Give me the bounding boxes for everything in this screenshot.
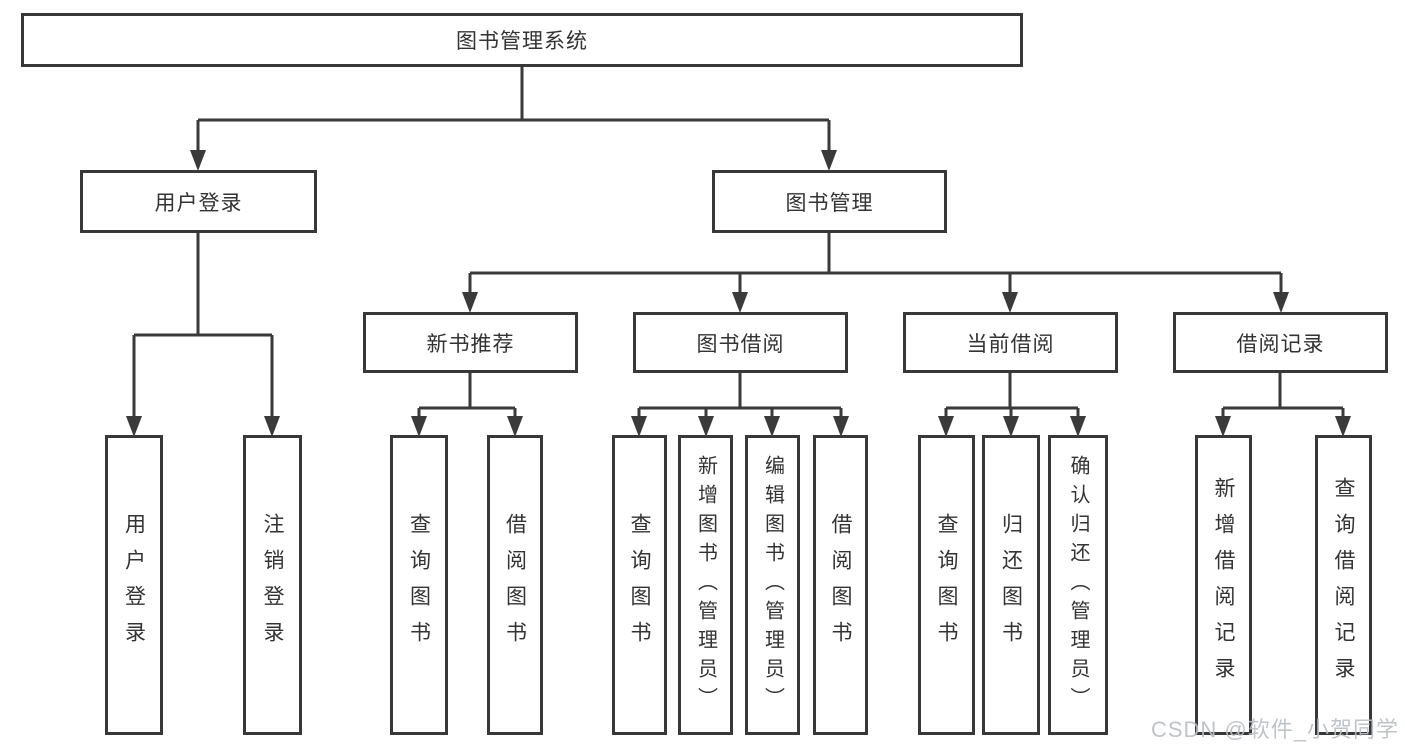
- leaf-return-book-label: 归还图书: [999, 513, 1023, 657]
- csdn-watermark: CSDN @软件_小贺同学: [1150, 717, 1399, 742]
- node-borrow-records-label: 借阅记录: [1236, 332, 1325, 356]
- leaf-add-book-admin-label: 新增图书（管理员）: [694, 454, 717, 716]
- node-new-book-recommend: 新书推荐: [363, 312, 578, 373]
- leaf-borrow-books-borrow-label: 借阅图书: [829, 513, 852, 657]
- leaf-query-borrow-record-label: 查询借阅记录: [1332, 477, 1355, 693]
- leaf-query-books-recommend: 查询图书: [390, 435, 448, 735]
- leaf-user-login: 用户登录: [105, 435, 163, 735]
- node-book-borrow-label: 图书借阅: [696, 332, 785, 356]
- leaf-query-borrow-record: 查询借阅记录: [1315, 435, 1372, 735]
- node-user-login: 用户登录: [80, 170, 317, 233]
- leaf-add-borrow-record: 新增借阅记录: [1195, 435, 1252, 735]
- leaf-query-books-current-label: 查询图书: [935, 513, 958, 657]
- node-root-label: 图书管理系统: [456, 30, 588, 53]
- leaf-borrow-books-recommend-label: 借阅图书: [503, 513, 527, 657]
- leaf-edit-book-admin-label: 编辑图书（管理员）: [761, 454, 784, 716]
- leaf-query-books-borrow-label: 查询图书: [628, 513, 651, 657]
- leaf-user-login-label: 用户登录: [122, 513, 146, 657]
- leaf-logout-label: 注销登录: [261, 513, 284, 657]
- node-book-management: 图书管理: [712, 170, 947, 233]
- node-user-login-label: 用户登录: [154, 191, 243, 215]
- arrowhead-icons: [126, 150, 1351, 437]
- leaf-logout: 注销登录: [243, 435, 302, 735]
- node-book-borrow: 图书借阅: [633, 312, 848, 373]
- leaf-query-books-recommend-label: 查询图书: [407, 513, 431, 657]
- node-new-book-recommend-label: 新书推荐: [426, 332, 515, 356]
- leaf-query-books-current: 查询图书: [918, 435, 975, 735]
- leaf-add-book-admin: 新增图书（管理员）: [678, 435, 733, 735]
- node-book-management-label: 图书管理: [785, 191, 874, 215]
- node-current-borrow-label: 当前借阅: [966, 332, 1055, 356]
- leaf-add-borrow-record-label: 新增借阅记录: [1212, 477, 1235, 693]
- leaf-return-book: 归还图书: [982, 435, 1040, 735]
- leaf-edit-book-admin: 编辑图书（管理员）: [745, 435, 800, 735]
- leaf-borrow-books-recommend: 借阅图书: [487, 435, 543, 735]
- node-borrow-records: 借阅记录: [1173, 312, 1388, 373]
- leaf-query-books-borrow: 查询图书: [612, 435, 667, 735]
- leaf-confirm-return-admin: 确认归还（管理员）: [1048, 435, 1108, 735]
- leaf-borrow-books-borrow: 借阅图书: [813, 435, 868, 735]
- leaf-confirm-return-admin-label: 确认归还（管理员）: [1067, 454, 1089, 716]
- node-current-borrow: 当前借阅: [903, 312, 1118, 373]
- node-root: 图书管理系统: [21, 13, 1023, 67]
